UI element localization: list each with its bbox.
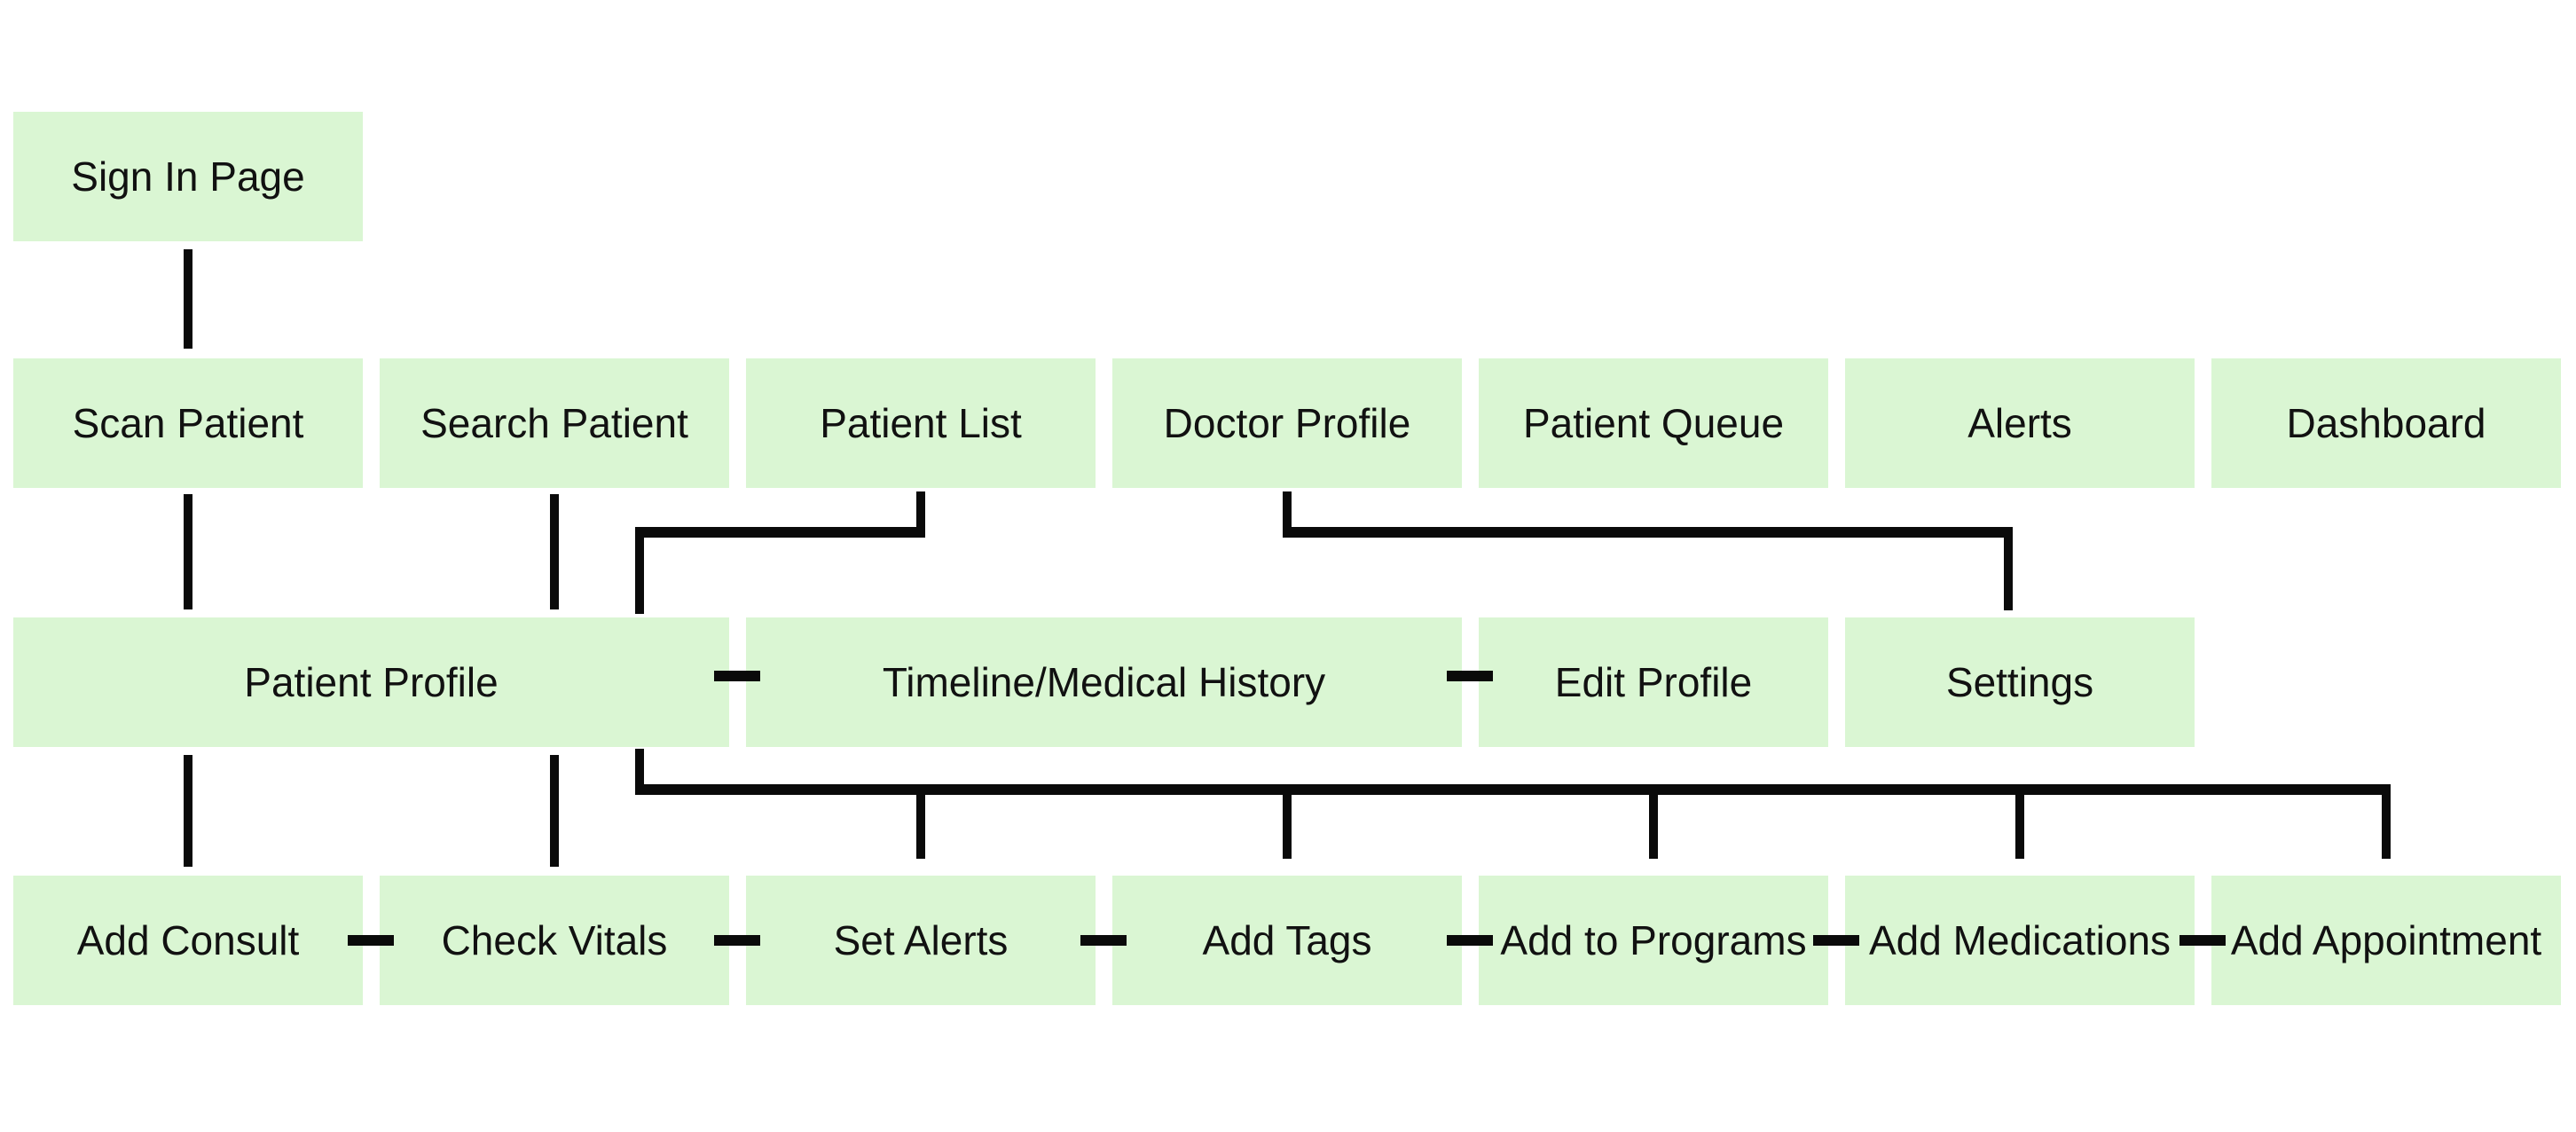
connector-add-to-programs-add-medications-dash	[1813, 935, 1859, 946]
node-settings: Settings	[1845, 617, 2195, 747]
node-patient-queue: Patient Queue	[1479, 358, 1828, 488]
connector-comb-to-set-alerts	[916, 791, 925, 859]
connector-profile-comb-horizontal	[635, 784, 2391, 795]
node-patient-profile: Patient Profile	[13, 617, 729, 747]
connector-add-medications-add-appointment-dash	[2179, 935, 2226, 946]
node-patient-list: Patient List	[746, 358, 1096, 488]
connector-patient-list-elbow-horizontal	[635, 527, 925, 538]
node-check-vitals: Check Vitals	[380, 876, 729, 1005]
node-add-medications: Add Medications	[1845, 876, 2195, 1005]
connector-doctor-profile-elbow-horizontal	[1283, 527, 2013, 538]
node-dashboard: Dashboard	[2211, 358, 2561, 488]
node-timeline-medical-history: Timeline/Medical History	[746, 617, 1462, 747]
connector-scan-patient-to-profile	[184, 494, 192, 609]
connector-patient-list-elbow-vertical	[635, 527, 644, 614]
connector-comb-to-add-to-programs	[1649, 791, 1658, 859]
connector-set-alerts-add-tags-dash	[1080, 935, 1127, 946]
node-add-appointment: Add Appointment	[2211, 876, 2561, 1005]
node-sign-in-page: Sign In Page	[13, 112, 363, 241]
node-search-patient: Search Patient	[380, 358, 729, 488]
connector-timeline-edit-profile-dash	[1447, 671, 1493, 681]
connector-add-tags-add-to-programs-dash	[1447, 935, 1493, 946]
connector-doctor-profile-stub	[1283, 491, 1292, 538]
node-edit-profile: Edit Profile	[1479, 617, 1828, 747]
connector-patient-list-stub	[916, 491, 925, 538]
node-alerts: Alerts	[1845, 358, 2195, 488]
connector-add-consult-check-vitals-dash	[348, 935, 394, 946]
connector-comb-to-add-medications	[2015, 791, 2024, 859]
node-set-alerts: Set Alerts	[746, 876, 1096, 1005]
connector-comb-to-add-appointment	[2382, 791, 2391, 859]
connector-profile-timeline-dash	[714, 671, 760, 681]
connector-profile-comb-start	[635, 749, 644, 795]
connector-check-vitals-set-alerts-dash	[714, 935, 760, 946]
connector-comb-to-add-tags	[1283, 791, 1292, 859]
node-add-tags: Add Tags	[1112, 876, 1462, 1005]
node-add-consult: Add Consult	[13, 876, 363, 1005]
node-scan-patient: Scan Patient	[13, 358, 363, 488]
node-doctor-profile: Doctor Profile	[1112, 358, 1462, 488]
connector-profile-to-add-consult	[184, 755, 192, 867]
connector-profile-to-check-vitals	[550, 755, 559, 867]
node-add-to-programs: Add to Programs	[1479, 876, 1828, 1005]
connector-doctor-profile-to-settings	[2004, 527, 2013, 610]
connector-sign-in-to-scan-patient	[184, 249, 192, 349]
connector-search-patient-to-profile	[550, 494, 559, 609]
